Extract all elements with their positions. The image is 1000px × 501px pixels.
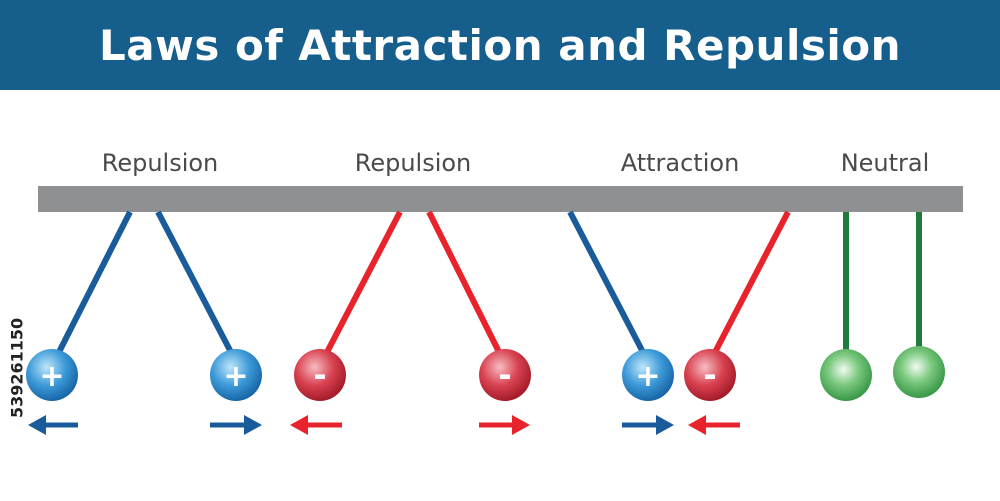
ball-neutral-2 [893,346,945,398]
support-bar [38,186,963,212]
string-6 [709,210,791,360]
string-2 [155,210,237,360]
ball-negative-3: - [684,349,736,401]
ball-positive-1: + [26,349,78,401]
arrow-left-icon [28,415,78,435]
group-label-2: Repulsion [354,149,472,177]
page-title: Laws of Attraction and Repulsion [98,20,901,70]
charge-sign: + [39,359,64,394]
charge-sign: - [703,356,716,394]
charge-sign: + [223,359,248,394]
ball-negative-2: - [479,349,531,401]
ball-neutral-1 [820,349,872,401]
arrow-left-icon [290,415,342,435]
charge-sign: + [635,359,660,394]
string-3 [321,210,403,360]
ball-negative-1: - [294,349,346,401]
arrow-right-icon [622,415,674,435]
charge-sign: - [313,356,326,394]
ball-positive-2: + [210,349,262,401]
charge-sign: - [498,356,511,394]
arrow-right-icon [479,415,530,435]
string-1 [53,210,133,360]
ball-positive-3: + [622,349,674,401]
arrow-left-icon [688,415,740,435]
group-label-1: Repulsion [101,149,219,177]
group-label-4: Neutral [840,149,930,177]
group-label-3: Attraction [620,149,740,177]
string-4 [426,210,505,360]
string-5 [567,210,649,360]
header-banner: Laws of Attraction and Repulsion [0,0,1000,90]
arrow-right-icon [210,415,262,435]
